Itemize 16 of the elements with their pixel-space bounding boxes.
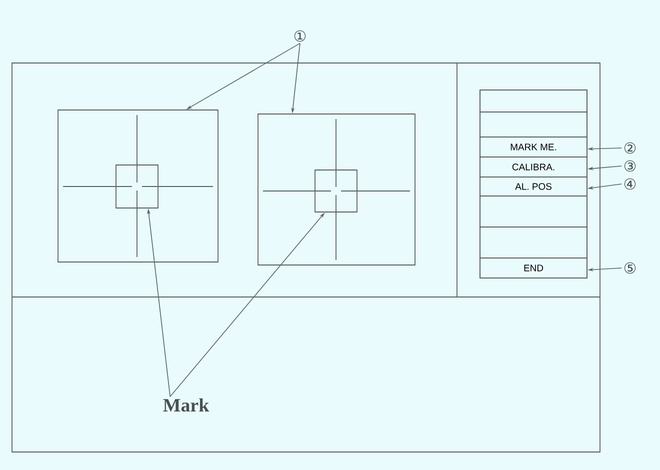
mark-square	[116, 164, 158, 208]
menu-item	[480, 90, 588, 112]
callout-number: ①	[294, 30, 306, 42]
menu-item: END	[480, 258, 588, 278]
menu-item: AL. POS	[480, 176, 588, 196]
callout-number: ②	[624, 142, 636, 154]
menu-item: CALIBRA.	[480, 156, 588, 178]
mark-square	[314, 170, 358, 212]
mark-label: Mark	[163, 398, 210, 412]
menu-item	[480, 196, 588, 228]
callout-number: ⑤	[624, 262, 636, 274]
menu-item: MARK ME.	[480, 136, 588, 158]
callout-number: ③	[624, 160, 636, 172]
menu-item	[480, 226, 588, 258]
menu-item	[480, 112, 588, 138]
callout-number: ④	[624, 178, 636, 190]
